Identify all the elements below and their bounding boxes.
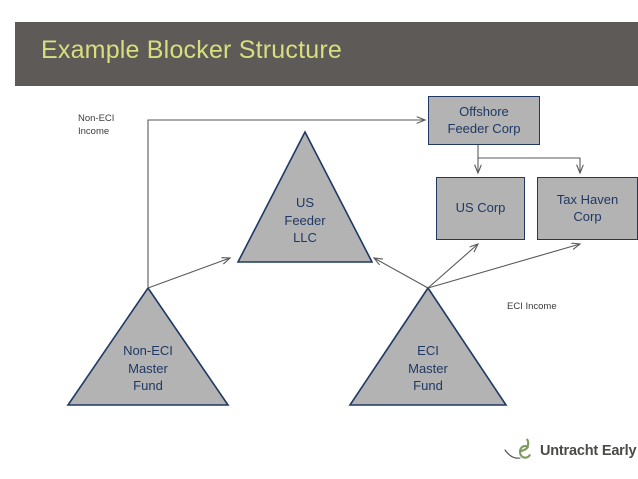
title-banner xyxy=(15,22,638,86)
node-label-line2: Corp xyxy=(573,208,602,224)
logo-text: Untracht Early xyxy=(540,443,637,459)
annotation-line2: Income xyxy=(78,125,110,137)
triangle-us-feeder-llc xyxy=(236,130,374,263)
annotation-eci-income: ECI Income xyxy=(507,301,587,314)
node-us-corp: US Corp xyxy=(436,177,525,240)
page-title: Example Blocker Structure xyxy=(41,36,342,64)
connector-eci-fund-to-tax-haven xyxy=(427,244,580,289)
node-label-line1: US Corp xyxy=(455,200,506,216)
untracht-early-leaf-icon xyxy=(504,438,531,459)
connector-non-eci-fund-to-us-feeder xyxy=(147,258,230,289)
triangle-non-eci-master-fund xyxy=(66,286,230,406)
connector-eci-fund-to-us-corp xyxy=(427,244,478,289)
connector-offshore-to-tax-haven xyxy=(478,157,580,173)
annotation-line1: Non-ECI xyxy=(78,113,115,124)
node-label-line1: Offshore xyxy=(459,104,509,120)
connector-eci-fund-to-us-feeder xyxy=(374,258,429,289)
node-offshore-feeder-corp: Offshore Feeder Corp xyxy=(428,96,540,145)
annotation-line1: ECI Income xyxy=(507,301,557,312)
brand-logo: Untracht Early xyxy=(503,436,637,466)
connector-non-eci-income xyxy=(147,120,425,288)
node-label-line2: Feeder Corp xyxy=(447,120,521,136)
triangle-eci-master-fund xyxy=(348,286,508,406)
node-label-line1: Tax Haven xyxy=(556,192,619,208)
annotation-non-eci-income: Non-ECI Income xyxy=(78,113,148,139)
node-tax-haven-corp: Tax Haven Corp xyxy=(537,177,638,240)
